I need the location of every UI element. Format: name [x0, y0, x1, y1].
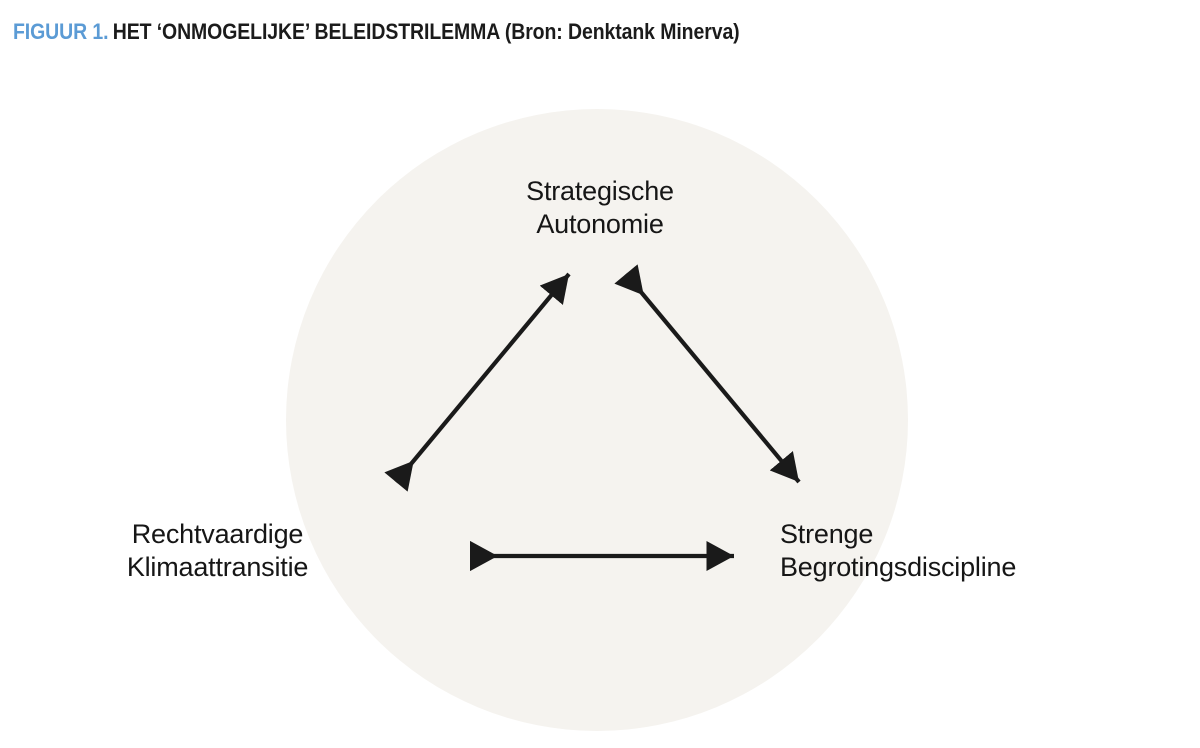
node-strenge-begrotingsdiscipline: Strenge Begrotingsdiscipline: [780, 518, 1200, 583]
node-strenge-begrotingsdiscipline-line-2: Begrotingsdiscipline: [780, 551, 1017, 582]
trilemma-svg: [286, 109, 908, 731]
node-rechtvaardige-klimaattransitie-line-1: Rechtvaardige: [131, 519, 304, 549]
arrow-left-diagonal: [384, 272, 571, 492]
node-strenge-begrotingsdiscipline-line-1: Strenge: [780, 519, 874, 549]
node-rechtvaardige-klimaattransitie: Rechtvaardige Klimaattransitie: [0, 518, 435, 583]
figure-caption-number: FIGUUR 1.: [13, 18, 109, 44]
node-rechtvaardige-klimaattransitie-line-2: Klimaattransitie: [126, 551, 309, 582]
trilemma-diagram: Strategische Autonomie Rechtvaardige Kli…: [0, 52, 1200, 748]
figure-caption: FIGUUR 1. HET ‘ONMOGELIJKE’ BELEIDSTRILE…: [13, 17, 1025, 47]
node-strategische-autonomie-line-2: Autonomie: [536, 208, 664, 239]
figure-caption-text: HET ‘ONMOGELIJKE’ BELEIDSTRILEMMA (Bron:…: [112, 18, 740, 44]
node-strategische-autonomie: Strategische Autonomie: [0, 175, 1200, 240]
node-strategische-autonomie-line-1: Strategische: [526, 176, 674, 206]
arrow-right-diagonal: [614, 264, 801, 484]
